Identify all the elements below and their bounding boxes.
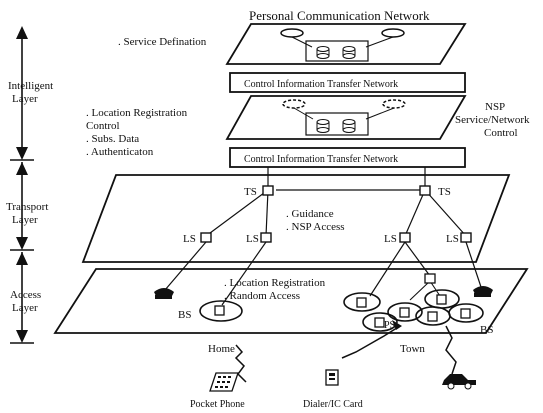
- radio-links: [234, 325, 457, 383]
- transport-layer-label: Transport Layer: [6, 201, 51, 226]
- pocket-phone-icon: [209, 372, 239, 392]
- control-plane: [225, 95, 467, 140]
- home-base-station: [199, 300, 243, 322]
- access-layer-label: Access Layer: [10, 289, 44, 314]
- town-label: Town: [400, 343, 425, 355]
- access-links: [164, 241, 483, 306]
- transfer-network-label-2: Control Information Transfer Network: [244, 154, 398, 165]
- car-phone-icon: [442, 374, 476, 390]
- service-definition-label: . Service Defination: [118, 36, 207, 48]
- town-cells: [343, 273, 484, 332]
- transfer-network-box-1: [229, 72, 466, 93]
- ps-label: PS: [384, 320, 395, 331]
- transport-network-links: [200, 167, 472, 243]
- ts-label-right: TS: [438, 186, 451, 198]
- pocket-phone-label: Pocket Phone: [190, 399, 245, 410]
- ls-label-3: LS: [384, 233, 397, 245]
- access-functions-label: . Location Registration . Random Access: [224, 277, 328, 302]
- nsp-label: NSP Service/Network Control: [455, 101, 532, 139]
- home-label: Home: [208, 343, 235, 355]
- fixed-phone-right-icon: [473, 286, 493, 297]
- ts-label-left: TS: [244, 186, 257, 198]
- layer-scale: [10, 26, 34, 344]
- bs-label-home: BS: [178, 309, 191, 321]
- ls-label-1: LS: [183, 233, 196, 245]
- dialer-card-icon: [325, 369, 339, 386]
- diagram-title: Personal Communication Network: [249, 8, 430, 23]
- intelligent-layer-label: Intelligent Layer: [8, 80, 56, 105]
- service-plane: [225, 23, 467, 65]
- ls-label-2: LS: [246, 233, 259, 245]
- transport-plane: [81, 174, 511, 263]
- location-control-label: . Location Registration Control . Subs. …: [86, 107, 190, 158]
- ls-label-4: LS: [446, 233, 459, 245]
- dialer-card-label: Dialer/IC Card: [303, 399, 363, 410]
- transfer-network-box-2: [229, 147, 466, 168]
- fixed-phone-left-icon: [154, 288, 174, 299]
- bs-label-town: BS: [480, 324, 493, 336]
- transfer-network-label-1: Control Information Transfer Network: [244, 79, 398, 90]
- guidance-label: . Guidance . NSP Access: [286, 208, 345, 233]
- access-plane: [53, 268, 529, 334]
